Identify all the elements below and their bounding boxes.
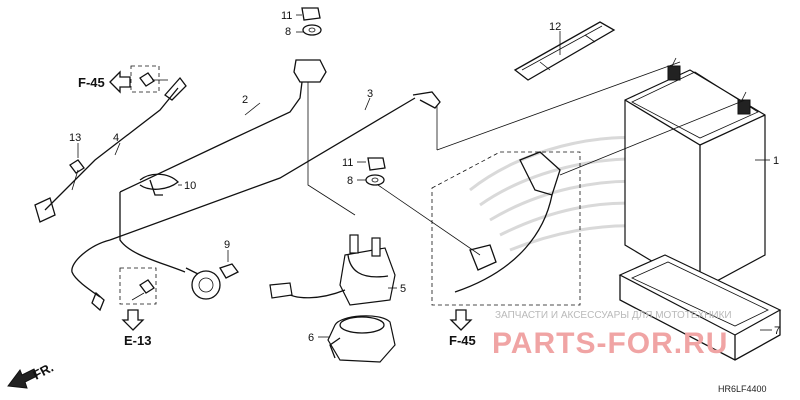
part-label-4: 4 [113, 132, 119, 144]
part-label-10: 10 [184, 180, 196, 192]
part-label-12: 12 [549, 21, 561, 33]
ref-f45-top: F-45 [78, 75, 105, 90]
terminal-cover [454, 151, 561, 293]
negative-cable [119, 59, 356, 300]
diagram-code: HR6LF4400 [718, 384, 767, 394]
bolt-lower [131, 279, 155, 301]
bolt-upper [139, 72, 168, 87]
e13-bolt-frame [119, 267, 157, 305]
battery [624, 57, 766, 291]
watermark-site: PARTS-FOR.RU [492, 327, 728, 360]
part-label-7: 7 [774, 325, 780, 337]
bolt [69, 159, 85, 191]
ref-e13: E-13 [124, 333, 151, 348]
leader-battery-top [436, 61, 681, 151]
nut-9 [219, 263, 239, 279]
washer-nut-upper [301, 7, 322, 36]
f45-bottom-arrow [449, 309, 473, 331]
starter-relay [269, 234, 396, 306]
relay-cover [327, 315, 396, 363]
watermark-tagline: ЗАПЧАСТИ И АКСЕССУАРЫ ДЛЯ МОТОТЕХНИКИ [495, 310, 732, 321]
leader-to-battery [559, 99, 746, 176]
part-label-13: 13 [69, 132, 81, 144]
washer-nut-lower [365, 157, 386, 186]
part-label-11-mid: 11 [342, 157, 353, 169]
front-direction-arrow [7, 368, 38, 389]
part-label-8-top: 8 [285, 26, 291, 38]
battery-strap [513, 21, 616, 81]
part-label-1: 1 [773, 155, 779, 167]
ground-cable [34, 76, 187, 223]
leader-to-terminal [377, 184, 481, 256]
group-frame [431, 151, 581, 306]
part-label-6: 6 [308, 332, 314, 344]
f45-bolt-frame [130, 65, 160, 93]
part-label-9: 9 [224, 239, 230, 251]
part-label-11-top: 11 [281, 10, 292, 22]
positive-cable [71, 91, 441, 312]
part-label-8-mid: 8 [347, 175, 353, 187]
ref-f45-bottom: F-45 [449, 333, 476, 348]
e13-arrow [121, 309, 145, 331]
part-label-3: 3 [367, 88, 373, 100]
part-label-2: 2 [242, 94, 248, 106]
f45-top-arrow [109, 70, 131, 94]
front-direction-label: FR. [30, 360, 56, 383]
battery-tray [618, 254, 782, 361]
leader-lines [77, 14, 772, 338]
part-label-5: 5 [400, 283, 406, 295]
cable-band [139, 173, 179, 196]
